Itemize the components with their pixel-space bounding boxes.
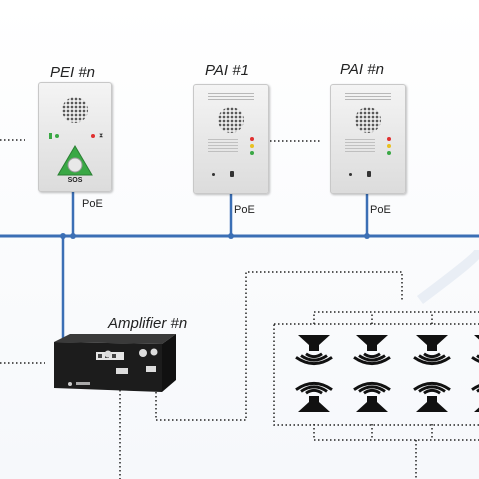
pei-poe-label: PoE — [82, 198, 103, 210]
loudspeaker-icon — [413, 335, 451, 366]
speaker-grille-icon — [62, 97, 88, 123]
status-led-icon — [55, 134, 59, 138]
loudspeaker-icon — [295, 335, 333, 366]
bus-node — [228, 233, 234, 239]
call-button-icon — [367, 171, 371, 177]
pei-title: PEI #n — [50, 64, 96, 81]
pai1-intercom-device — [193, 84, 269, 194]
amplifier-device — [54, 334, 176, 392]
faceplate-text-icon — [345, 93, 391, 101]
speaker-group-box — [273, 323, 479, 426]
status-led-icon — [250, 137, 254, 141]
status-led-icon — [49, 133, 52, 139]
sos-label: SOS — [67, 177, 83, 184]
bus-node — [364, 233, 370, 239]
status-led-icon — [250, 144, 254, 148]
bus-node — [60, 233, 66, 239]
pain-intercom-device — [330, 84, 406, 194]
call-button-icon — [230, 171, 234, 177]
loudspeaker-icon — [353, 381, 391, 412]
microphone-icon — [349, 173, 352, 176]
loudspeaker-icon — [295, 381, 333, 412]
bus-node — [70, 233, 76, 239]
faceplate-text-icon — [345, 139, 375, 153]
status-led-icon — [250, 151, 254, 155]
status-led-icon — [387, 144, 391, 148]
pai1-poe-label: PoE — [234, 204, 255, 216]
microphone-icon — [212, 173, 215, 176]
loudspeaker-icon — [471, 384, 479, 412]
loudspeaker-icon — [471, 335, 479, 363]
speaker-wire-a — [155, 271, 403, 421]
sos-button-icon — [57, 145, 93, 176]
status-led-icon — [91, 134, 95, 138]
pei-intercom-device: ⧗ SOS — [38, 82, 112, 192]
loudspeaker-icon — [413, 381, 451, 412]
amplifier-title: Amplifier #n — [108, 315, 188, 332]
faceplate-text-icon — [208, 139, 238, 153]
pain-title: PAI #n — [340, 61, 384, 78]
bell-icon: ⧗ — [99, 133, 104, 139]
speaker-grille-icon — [218, 107, 244, 133]
pain-poe-label: PoE — [370, 204, 391, 216]
status-led-icon — [387, 151, 391, 155]
status-led-icon — [387, 137, 391, 141]
faceplate-text-icon — [208, 93, 254, 101]
speaker-grille-icon — [355, 107, 381, 133]
loudspeaker-icon — [353, 335, 391, 366]
pai1-title: PAI #1 — [205, 62, 249, 79]
